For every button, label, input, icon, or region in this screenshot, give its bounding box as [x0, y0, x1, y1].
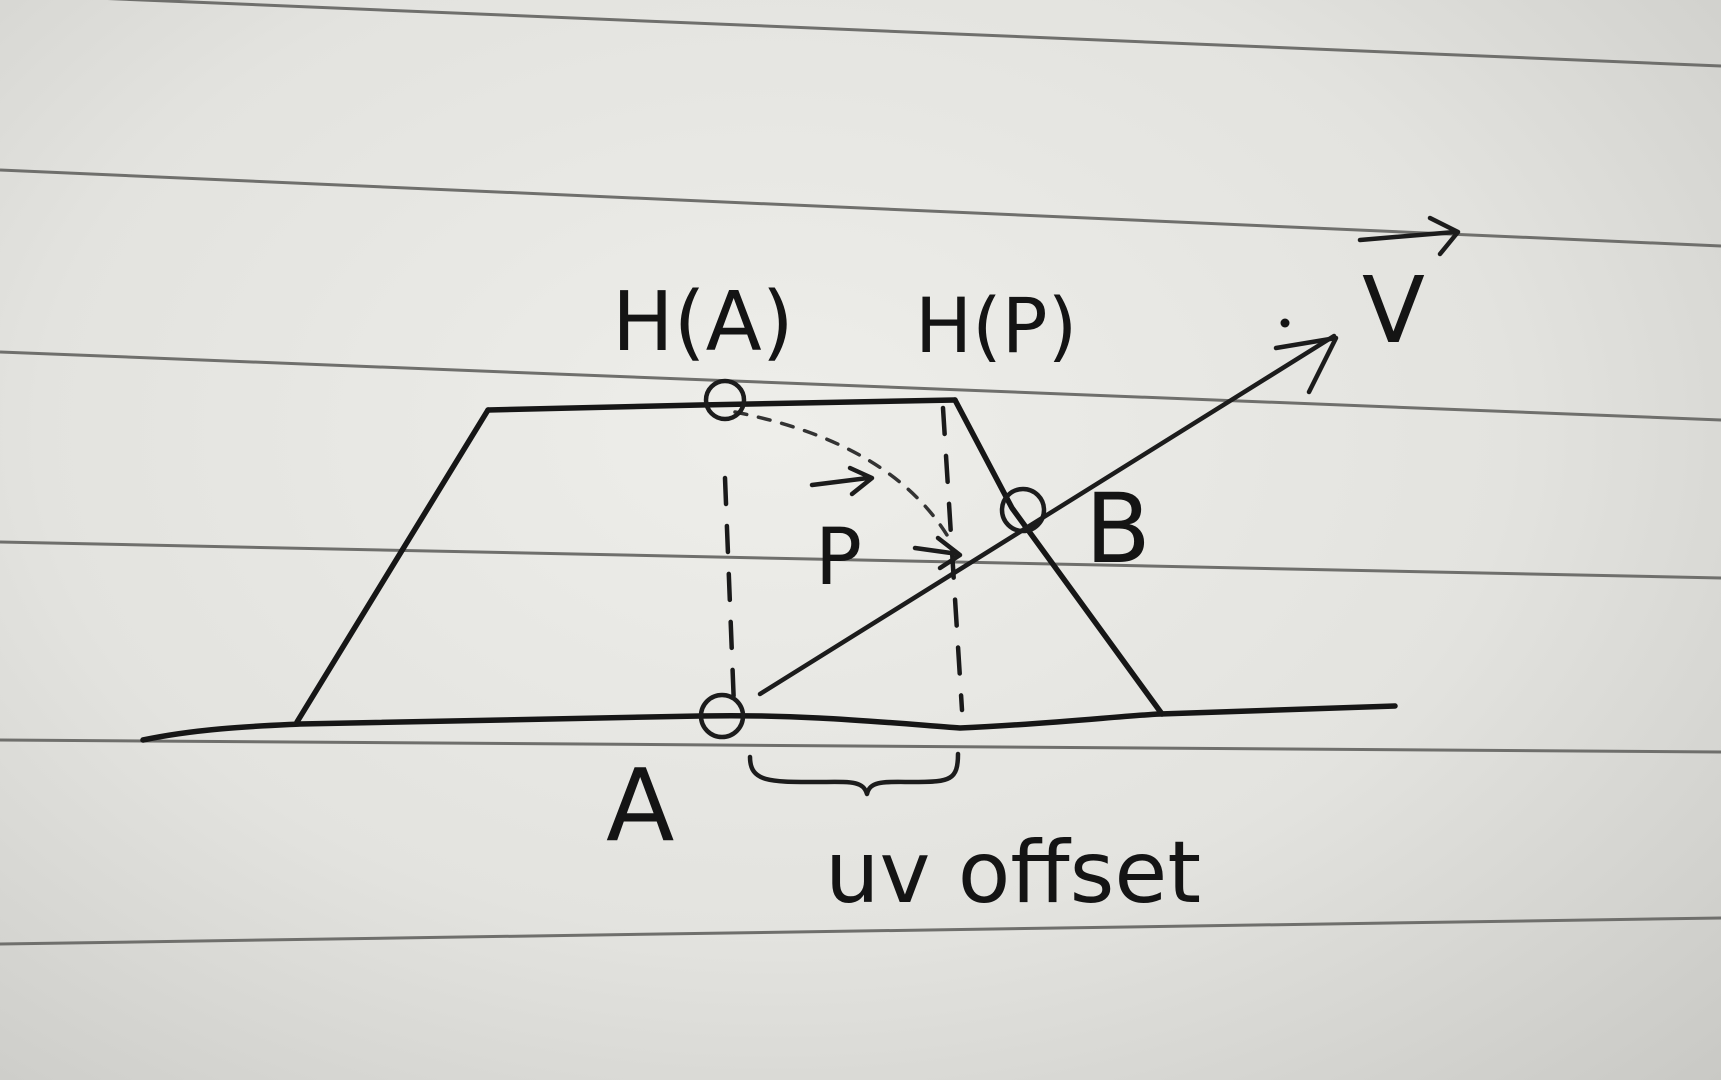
- view-vector-line: [757, 333, 1337, 697]
- ruled-lines: [0, 0, 1721, 946]
- ruled-line: [0, 350, 1721, 422]
- label-p: P: [815, 513, 862, 603]
- ruled-line: [0, 540, 1721, 580]
- point-ha-marker: [703, 378, 747, 422]
- v-dot: [1280, 318, 1290, 328]
- dashed-line-a-vertical: [722, 475, 737, 709]
- label-h-p: H(P): [915, 281, 1077, 370]
- label-uv-offset: uv offset: [825, 823, 1201, 923]
- p-vector-overline: [809, 475, 871, 488]
- baseline: [140, 703, 1398, 743]
- trapezoid-left-edge: [294, 407, 491, 725]
- v-vector-overline-head: [1427, 215, 1461, 257]
- ruled-line: [0, 916, 1721, 946]
- uv-offset-brace: [747, 751, 961, 797]
- label-h-a: H(A): [612, 275, 794, 370]
- label-b: B: [1085, 473, 1151, 585]
- trapezoid-top-edge: [485, 397, 958, 413]
- ruled-line: [107, 0, 1721, 68]
- p-arrow-line: [912, 545, 961, 557]
- v-vector-overline: [1357, 229, 1458, 243]
- ruled-line: [0, 738, 1721, 754]
- point-b-marker: [999, 486, 1047, 534]
- ruled-line: [0, 168, 1721, 248]
- dashed-curve-ha-to-p: [733, 410, 952, 542]
- label-a: A: [606, 747, 674, 864]
- view-vector-arrowhead: [1273, 335, 1339, 395]
- p-vector-overline-head: [847, 465, 875, 497]
- label-v: V: [1362, 257, 1425, 364]
- trapezoid-right-edge: [952, 397, 1165, 717]
- point-a-marker: [698, 692, 746, 740]
- p-arrowhead: [935, 535, 963, 571]
